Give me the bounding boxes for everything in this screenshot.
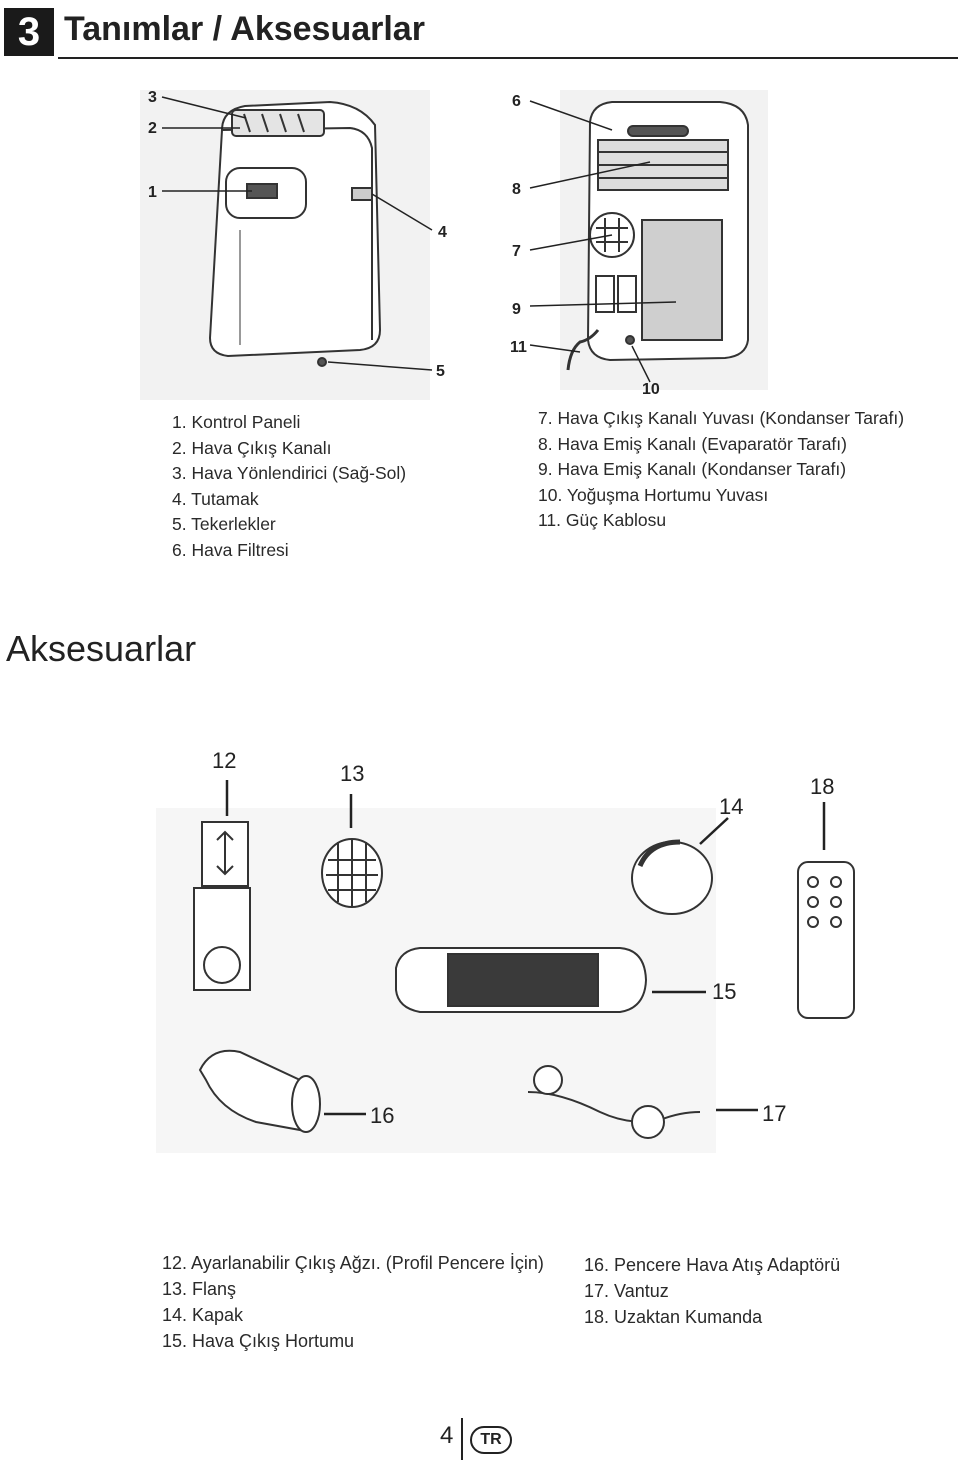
- callout-8: 8: [512, 181, 521, 198]
- list-item: 1. Kontrol Paneli: [172, 412, 301, 432]
- accessory-number-15: 15: [712, 979, 736, 1004]
- callout-10: 10: [642, 381, 660, 398]
- list-item: 10. Yoğuşma Hortumu Yuvası: [538, 484, 769, 505]
- cover-illustration: [631, 839, 713, 915]
- back-unit-illustration: [560, 90, 768, 390]
- callout-9: 9: [512, 301, 521, 318]
- callout-2: 2: [148, 120, 157, 137]
- callout-4: 4: [438, 224, 447, 241]
- list-item: 15. Hava Çıkış Hortumu: [162, 1331, 355, 1351]
- list-item: 2. Hava Çıkış Kanalı: [172, 437, 332, 458]
- flange-illustration: [321, 838, 383, 908]
- accessory-number-13: 13: [340, 761, 364, 786]
- window-adapter-illustration: [198, 1049, 321, 1133]
- accessory-leaders: [225, 780, 826, 1116]
- list-item: 3. Hava Yönlendirici (Sağ-Sol): [172, 463, 407, 484]
- list-item: 12. Ayarlanabilir Çıkış Ağzı. (Profil Pe…: [162, 1253, 544, 1273]
- list-item: 13. Flanş: [162, 1279, 237, 1299]
- list-item: 11. Güç Kablosu: [538, 510, 667, 531]
- accessory-number-12: 12: [212, 748, 236, 773]
- callout-7: 7: [512, 243, 521, 260]
- list-item: 16. Pencere Hava Atış Adaptörü: [584, 1255, 841, 1275]
- language-badge: TR: [470, 1426, 512, 1454]
- list-item: 5. Tekerlekler: [172, 514, 276, 535]
- accessory-number-16: 16: [370, 1103, 394, 1128]
- front-unit-leaders: [161, 96, 433, 371]
- callout-labels: 3 2 1 4 5 6 8 7 9 11 10: [148, 89, 660, 398]
- callout-11: 11: [510, 339, 527, 356]
- list-item: 4. Tutamak: [172, 488, 259, 509]
- accessory-number-14: 14: [719, 794, 743, 819]
- callout-1: 1: [148, 184, 157, 201]
- front-unit-illustration: [140, 90, 430, 400]
- list-item: 9. Hava Emiş Kanalı (Kondanser Tarafı): [538, 459, 847, 480]
- back-unit-leaders: [529, 100, 677, 383]
- accessories-list-left: 12. Ayarlanabilir Çıkış Ağzı. (Profil Pe…: [162, 1250, 544, 1354]
- list-item: 17. Vantuz: [584, 1281, 669, 1301]
- window-slider-illustration: [193, 821, 251, 991]
- accessory-number-17: 17: [762, 1101, 786, 1126]
- hose-illustration: [395, 947, 648, 1013]
- callout-3: 3: [148, 89, 157, 106]
- accessories-diagram: 12 13 14 15 16 17 18: [156, 748, 855, 1153]
- parts-list-right: 7. Hava Çıkış Kanalı Yuvası (Kondanser T…: [538, 406, 904, 534]
- accessories-heading: Aksesuarlar: [6, 628, 197, 669]
- accessory-number-labels: 12 13 14 15 16 17 18: [212, 748, 834, 1128]
- callout-6: 6: [512, 93, 521, 110]
- callout-5: 5: [436, 363, 445, 380]
- remote-illustration: [797, 861, 855, 1019]
- footer-divider: [461, 1418, 463, 1460]
- list-item: 7. Hava Çıkış Kanalı Yuvası (Kondanser T…: [538, 408, 905, 428]
- accessory-number-18: 18: [810, 774, 834, 799]
- unit-diagram: 3 2 1 4 5 6 8 7 9 11 10: [140, 89, 768, 400]
- page-number: 4: [440, 1422, 454, 1449]
- accessories-list-right: 16. Pencere Hava Atış Adaptörü 17. Vantu…: [584, 1252, 840, 1330]
- page-title: Tanımlar / Aksesuarlar: [64, 10, 425, 48]
- list-item: 8. Hava Emiş Kanalı (Evaparatör Tarafı): [538, 433, 847, 454]
- list-item: 14. Kapak: [162, 1305, 244, 1325]
- list-item: 6. Hava Filtresi: [172, 539, 289, 560]
- title-underline: [58, 57, 958, 59]
- list-item: 18. Uzaktan Kumanda: [584, 1307, 763, 1327]
- section-number-badge: 3: [4, 8, 54, 56]
- parts-list-left: 1. Kontrol Paneli 2. Hava Çıkış Kanalı 3…: [172, 410, 406, 564]
- suction-cup-illustration: [527, 1065, 701, 1139]
